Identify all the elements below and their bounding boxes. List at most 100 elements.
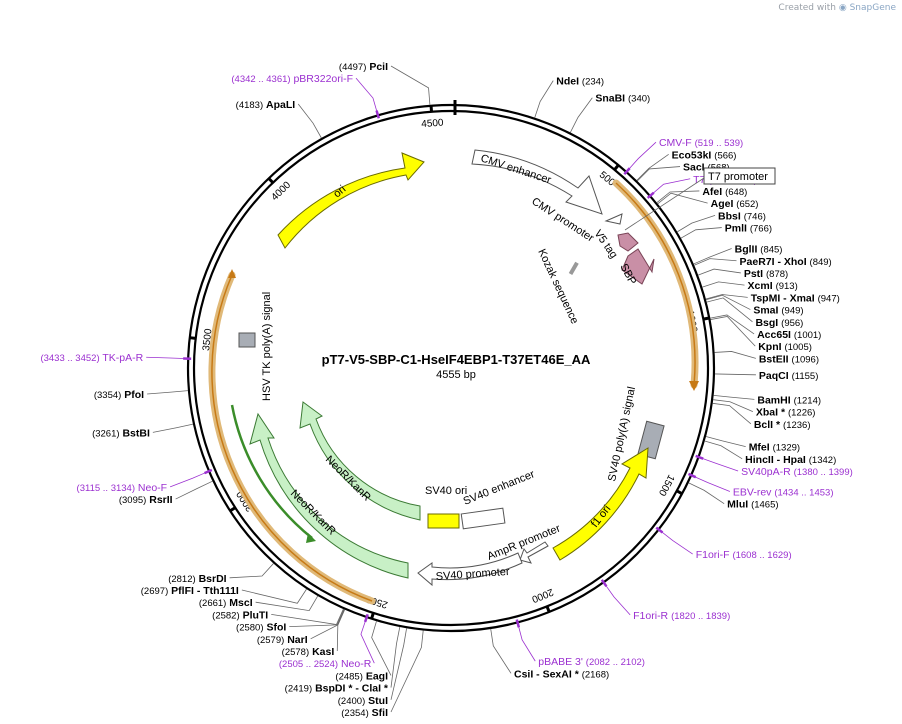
restriction-site-label[interactable]: PaqCI (1155) (759, 370, 818, 382)
primer-label[interactable]: F1ori-F (1608 .. 1629) (696, 549, 792, 561)
restriction-site-label[interactable]: BclI * (1236) (754, 419, 811, 431)
restriction-site-label[interactable]: PmlI (766) (725, 223, 772, 235)
restriction-site-label[interactable]: BstEII (1096) (759, 353, 819, 365)
site-position: (2354) (341, 708, 368, 719)
restriction-site-label[interactable]: XcmI (913) (748, 280, 798, 292)
primer-label[interactable]: (3115 .. 3134) Neo-F (77, 482, 168, 494)
restriction-site-label[interactable]: (3354) PfoI (94, 389, 144, 401)
restriction-site-label[interactable]: NdeI (234) (556, 76, 604, 88)
primer-position: (519 .. 539) (695, 138, 744, 149)
site-position: (1342) (809, 455, 836, 466)
restriction-site-label[interactable]: (2580) SfoI (236, 622, 286, 634)
restriction-site-label[interactable]: TspMI - XmaI (947) (751, 292, 840, 304)
restriction-site-label[interactable]: AfeI (648) (702, 186, 747, 198)
site-name: ApaLI (266, 99, 295, 111)
restriction-site-label[interactable]: (2354) SfiI (341, 707, 388, 719)
site-leader (694, 258, 737, 266)
primer-position: (2505 .. 2524) (279, 659, 338, 670)
backbone-outer (186, 103, 716, 633)
primer-name: SV40pA-R (741, 466, 791, 478)
restriction-site-label[interactable]: (3261) BstBI (92, 427, 150, 439)
restriction-site-label[interactable]: (2400) StuI (338, 695, 388, 707)
site-position: (2400) (338, 696, 365, 707)
site-position: (845) (760, 245, 782, 256)
primer-leader (659, 529, 693, 555)
plasmid-size: 4555 bp (436, 369, 476, 381)
primer-label[interactable]: pBABE 3' (2082 .. 2102) (538, 656, 645, 668)
restriction-site-label[interactable]: (4183) ApaLI (236, 99, 296, 111)
neor-inner-label: NeoR/KanR (323, 454, 373, 504)
site-position: (1226) (788, 408, 815, 419)
site-position: (878) (766, 269, 788, 280)
site-leader (390, 65, 431, 105)
site-position: (3354) (94, 390, 121, 401)
restriction-site-label[interactable]: KpnI (1005) (758, 341, 812, 353)
restriction-site-label[interactable]: HincII - HpaI (1342) (745, 454, 836, 466)
site-name: TspMI - XmaI (751, 292, 815, 304)
hsv-tk-polya-box (238, 332, 256, 348)
restriction-site-label[interactable]: SnaBI (340) (595, 93, 650, 105)
restriction-site-label[interactable]: AgeI (652) (711, 198, 759, 210)
primer-label[interactable]: (3433 .. 3452) TK-pA-R (40, 352, 143, 364)
site-position: (766) (750, 224, 772, 235)
site-name: NdeI (556, 76, 579, 88)
restriction-site-label[interactable]: MfeI (1329) (749, 442, 800, 454)
site-leader (152, 423, 194, 433)
restriction-site-label[interactable]: (2419) BspDI * - ClaI * (285, 683, 389, 695)
ori-arrow (277, 152, 425, 249)
primer-name: Neo-F (138, 482, 167, 494)
restriction-site-label[interactable]: PstI (878) (744, 268, 788, 280)
primer-name: F1ori-R (633, 610, 668, 622)
primer-label[interactable]: SV40pA-R (1380 .. 1399) (741, 466, 853, 478)
restriction-site-label[interactable]: (2661) MscI (199, 597, 253, 609)
sbp-arrow (621, 248, 655, 285)
site-leader (637, 166, 681, 182)
restriction-site-label[interactable]: Acc65I (1001) (757, 329, 821, 341)
site-name: KasI (312, 646, 334, 658)
tick-mark (676, 489, 683, 496)
site-name: RsrII (149, 494, 172, 506)
site-position: (2661) (199, 598, 226, 609)
restriction-site-label[interactable]: XbaI * (1226) (756, 407, 816, 419)
site-leader (175, 480, 213, 500)
t7-promoter-leader (624, 177, 705, 231)
tick-label: 500 (597, 170, 617, 189)
restriction-site-label[interactable]: (2582) PluTI (212, 609, 268, 621)
restriction-site-label[interactable]: BglII (845) (735, 244, 783, 256)
site-name: SfoI (266, 622, 286, 634)
restriction-site-label[interactable]: (4497) PciI (339, 61, 388, 73)
neor-arc-inner (230, 404, 313, 539)
primer-label[interactable]: F1ori-R (1820 .. 1839) (633, 610, 730, 622)
site-name: PaqCI (759, 370, 789, 382)
restriction-site-label[interactable]: (2579) NarI (257, 634, 308, 646)
site-position: (1329) (773, 443, 800, 454)
primer-name: pBR322ori-F (293, 73, 353, 85)
v5-tag-arrow (617, 232, 639, 252)
restriction-site-label[interactable]: Eco53kI (566) (672, 149, 737, 161)
site-position: (2168) (582, 669, 609, 680)
restriction-site-label[interactable]: (2578) KasI (282, 646, 335, 658)
site-name: StuI (368, 695, 388, 707)
cmv-promoter-arrow (604, 213, 623, 225)
site-position: (913) (776, 281, 798, 292)
primer-label[interactable]: CMV-F (519 .. 539) (659, 137, 743, 149)
restriction-site-label[interactable]: MluI (1465) (727, 499, 778, 511)
restriction-site-label[interactable]: BbsI (746) (718, 210, 766, 222)
restriction-site-label[interactable]: (2485) EagI (335, 670, 388, 682)
restriction-site-label[interactable]: PaeR7I - XhoI (849) (740, 256, 832, 268)
restriction-site-label[interactable]: (2697) PflFI - Tth111I (141, 585, 239, 597)
tick-mark (613, 164, 620, 171)
site-leader (569, 97, 593, 133)
restriction-site-label[interactable]: (3095) RsrII (119, 494, 173, 506)
primer-label[interactable]: (4342 .. 4361) pBR322ori-F (231, 73, 353, 85)
restriction-site-label[interactable]: BamHI (1214) (757, 394, 821, 406)
restriction-site-label[interactable]: BsgI (956) (755, 317, 803, 329)
restriction-site-label[interactable]: SmaI (949) (753, 305, 803, 317)
restriction-site-label[interactable]: CsiI - SexAI * (2168) (514, 668, 609, 680)
neor-outer-label: NeoR/KanR (288, 488, 338, 538)
restriction-site-label[interactable]: (2812) BsrDI (168, 573, 226, 585)
site-leader (705, 294, 748, 300)
primer-label[interactable]: (2505 .. 2524) Neo-R (279, 658, 372, 670)
site-name: CsiI - SexAI * (514, 668, 580, 680)
primer-label[interactable]: EBV-rev (1434 .. 1453) (733, 486, 834, 498)
